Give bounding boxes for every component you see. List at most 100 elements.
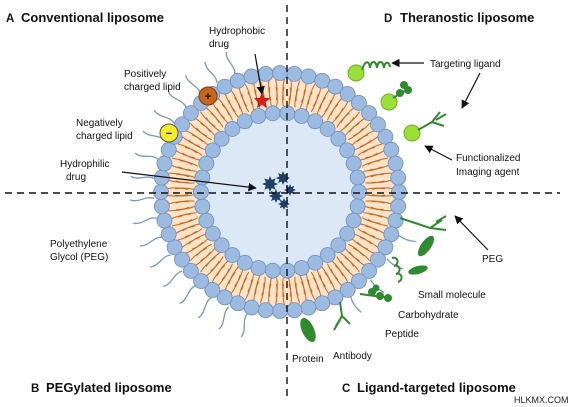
imaging-agent-3: [403, 124, 421, 142]
lipid-tail: [305, 91, 313, 111]
hydrophobic-drug-star-icon: [253, 92, 271, 109]
lipid-tail: [179, 160, 199, 167]
lipid-tail: [352, 123, 371, 137]
lipid-tail: [357, 146, 376, 156]
lipid-head: [370, 251, 386, 268]
lipid-tail: [167, 179, 189, 183]
lipid-tail: [166, 187, 189, 190]
peg-chain: [240, 313, 248, 338]
lipid-tail: [179, 217, 199, 224]
panel-c-title: Ligand-targeted liposome: [357, 380, 516, 395]
lipid-tail: [340, 117, 355, 132]
panel-c-letter: C: [342, 383, 350, 395]
drug-molecule-icon: [276, 171, 290, 185]
peptide-helix-icon: [361, 61, 391, 71]
lipid-tail: [216, 260, 229, 277]
peptide-helix-right: [391, 256, 403, 283]
lipid-head: [370, 116, 386, 133]
lipid-head: [300, 68, 317, 85]
lipid-head: [250, 108, 267, 124]
lipid-tail: [177, 166, 197, 172]
lipid-tail: [370, 206, 392, 212]
lipid-head: [319, 247, 336, 263]
drug-molecule-icon: [262, 176, 278, 192]
lipid-tail: [361, 217, 381, 224]
lipid-head: [272, 65, 288, 81]
lipid-tail: [275, 283, 278, 306]
lipid-head: [216, 289, 233, 306]
lipid-tail: [176, 205, 196, 210]
hydrophilic-drug-label: Hydrophilic drug: [60, 159, 112, 183]
peg-chain: [133, 217, 157, 225]
lipid-head: [387, 155, 404, 172]
lipid-tail: [327, 263, 339, 280]
panel-dividers: [5, 5, 560, 400]
lipid-tail: [247, 91, 255, 111]
peg-chain: [130, 175, 156, 180]
lipid-head: [236, 113, 253, 130]
lipid-tail: [365, 194, 386, 197]
lipid-tail: [371, 194, 394, 197]
lipid-head: [272, 303, 288, 319]
lipid-head: [327, 289, 344, 306]
lipid-tail: [371, 187, 394, 190]
lipid-tail: [357, 228, 376, 238]
lipid-tail: [351, 238, 369, 250]
peg-chain: [139, 236, 163, 247]
lipid-tail: [268, 283, 272, 305]
lipid-tail: [205, 117, 220, 132]
lipid-tail: [275, 78, 278, 101]
lipid-tail: [324, 93, 336, 112]
lipid-tail: [364, 205, 384, 210]
ligand-fills-lower: [300, 235, 435, 343]
lipid-tail: [174, 225, 195, 235]
lipid-tail: [244, 279, 253, 300]
panel-b-letter: B: [31, 383, 39, 395]
panel-b-title: PEGylated liposome: [46, 380, 172, 395]
lipid-tail: [211, 265, 226, 283]
carbohydrate-beads-top: [396, 81, 412, 97]
lipid-tail: [287, 87, 292, 107]
lipid-tail: [176, 174, 196, 179]
peg-label: PEG: [482, 254, 503, 265]
lipid-head: [361, 263, 377, 279]
lipid-head: [213, 130, 230, 147]
peg-full-label: Polyethylene Glycol (PEG): [50, 239, 110, 263]
targeting-ligand-arrow-2: [461, 72, 481, 109]
positively-charged-lipid: +: [198, 86, 218, 106]
targeting-ligand-label: Targeting ligand: [430, 59, 501, 70]
antibody-label: Antibody: [333, 351, 372, 362]
lipid-head: [183, 105, 199, 121]
hydrophilic-drug-arrow: [121, 171, 257, 192]
lipid-head: [351, 273, 367, 289]
lipid-tail: [295, 282, 301, 304]
antibody-icon-bottom: [333, 301, 351, 331]
lipid-tail: [268, 87, 273, 107]
lipid-tail: [362, 143, 383, 154]
peg-chain: [349, 296, 362, 313]
negative-lipid-label: Negatively charged lipid: [76, 118, 133, 142]
protein-icon-right: [417, 235, 435, 257]
lipid-head: [345, 155, 362, 172]
lipid-head: [204, 282, 221, 298]
lipid-tail: [216, 107, 229, 124]
peg-chain: [153, 109, 175, 124]
lipid-head: [339, 142, 356, 159]
lipid-tail: [288, 79, 292, 101]
lipid-tail: [175, 180, 195, 184]
lipid-tail: [365, 225, 386, 235]
lipid-tail: [191, 238, 209, 250]
lipid-tail: [268, 277, 273, 297]
lipid-tail: [261, 276, 266, 296]
lipid-head: [198, 155, 215, 172]
lipid-head: [250, 260, 267, 276]
lipid-tail: [210, 112, 224, 128]
lipid-tail: [185, 129, 204, 143]
lipid-head: [383, 141, 400, 158]
lipid-head: [224, 121, 241, 137]
drug-molecule-icon: [284, 184, 296, 196]
lipid-tail: [359, 223, 378, 232]
lipid-tail: [230, 274, 241, 295]
lipid-tail: [287, 277, 292, 297]
